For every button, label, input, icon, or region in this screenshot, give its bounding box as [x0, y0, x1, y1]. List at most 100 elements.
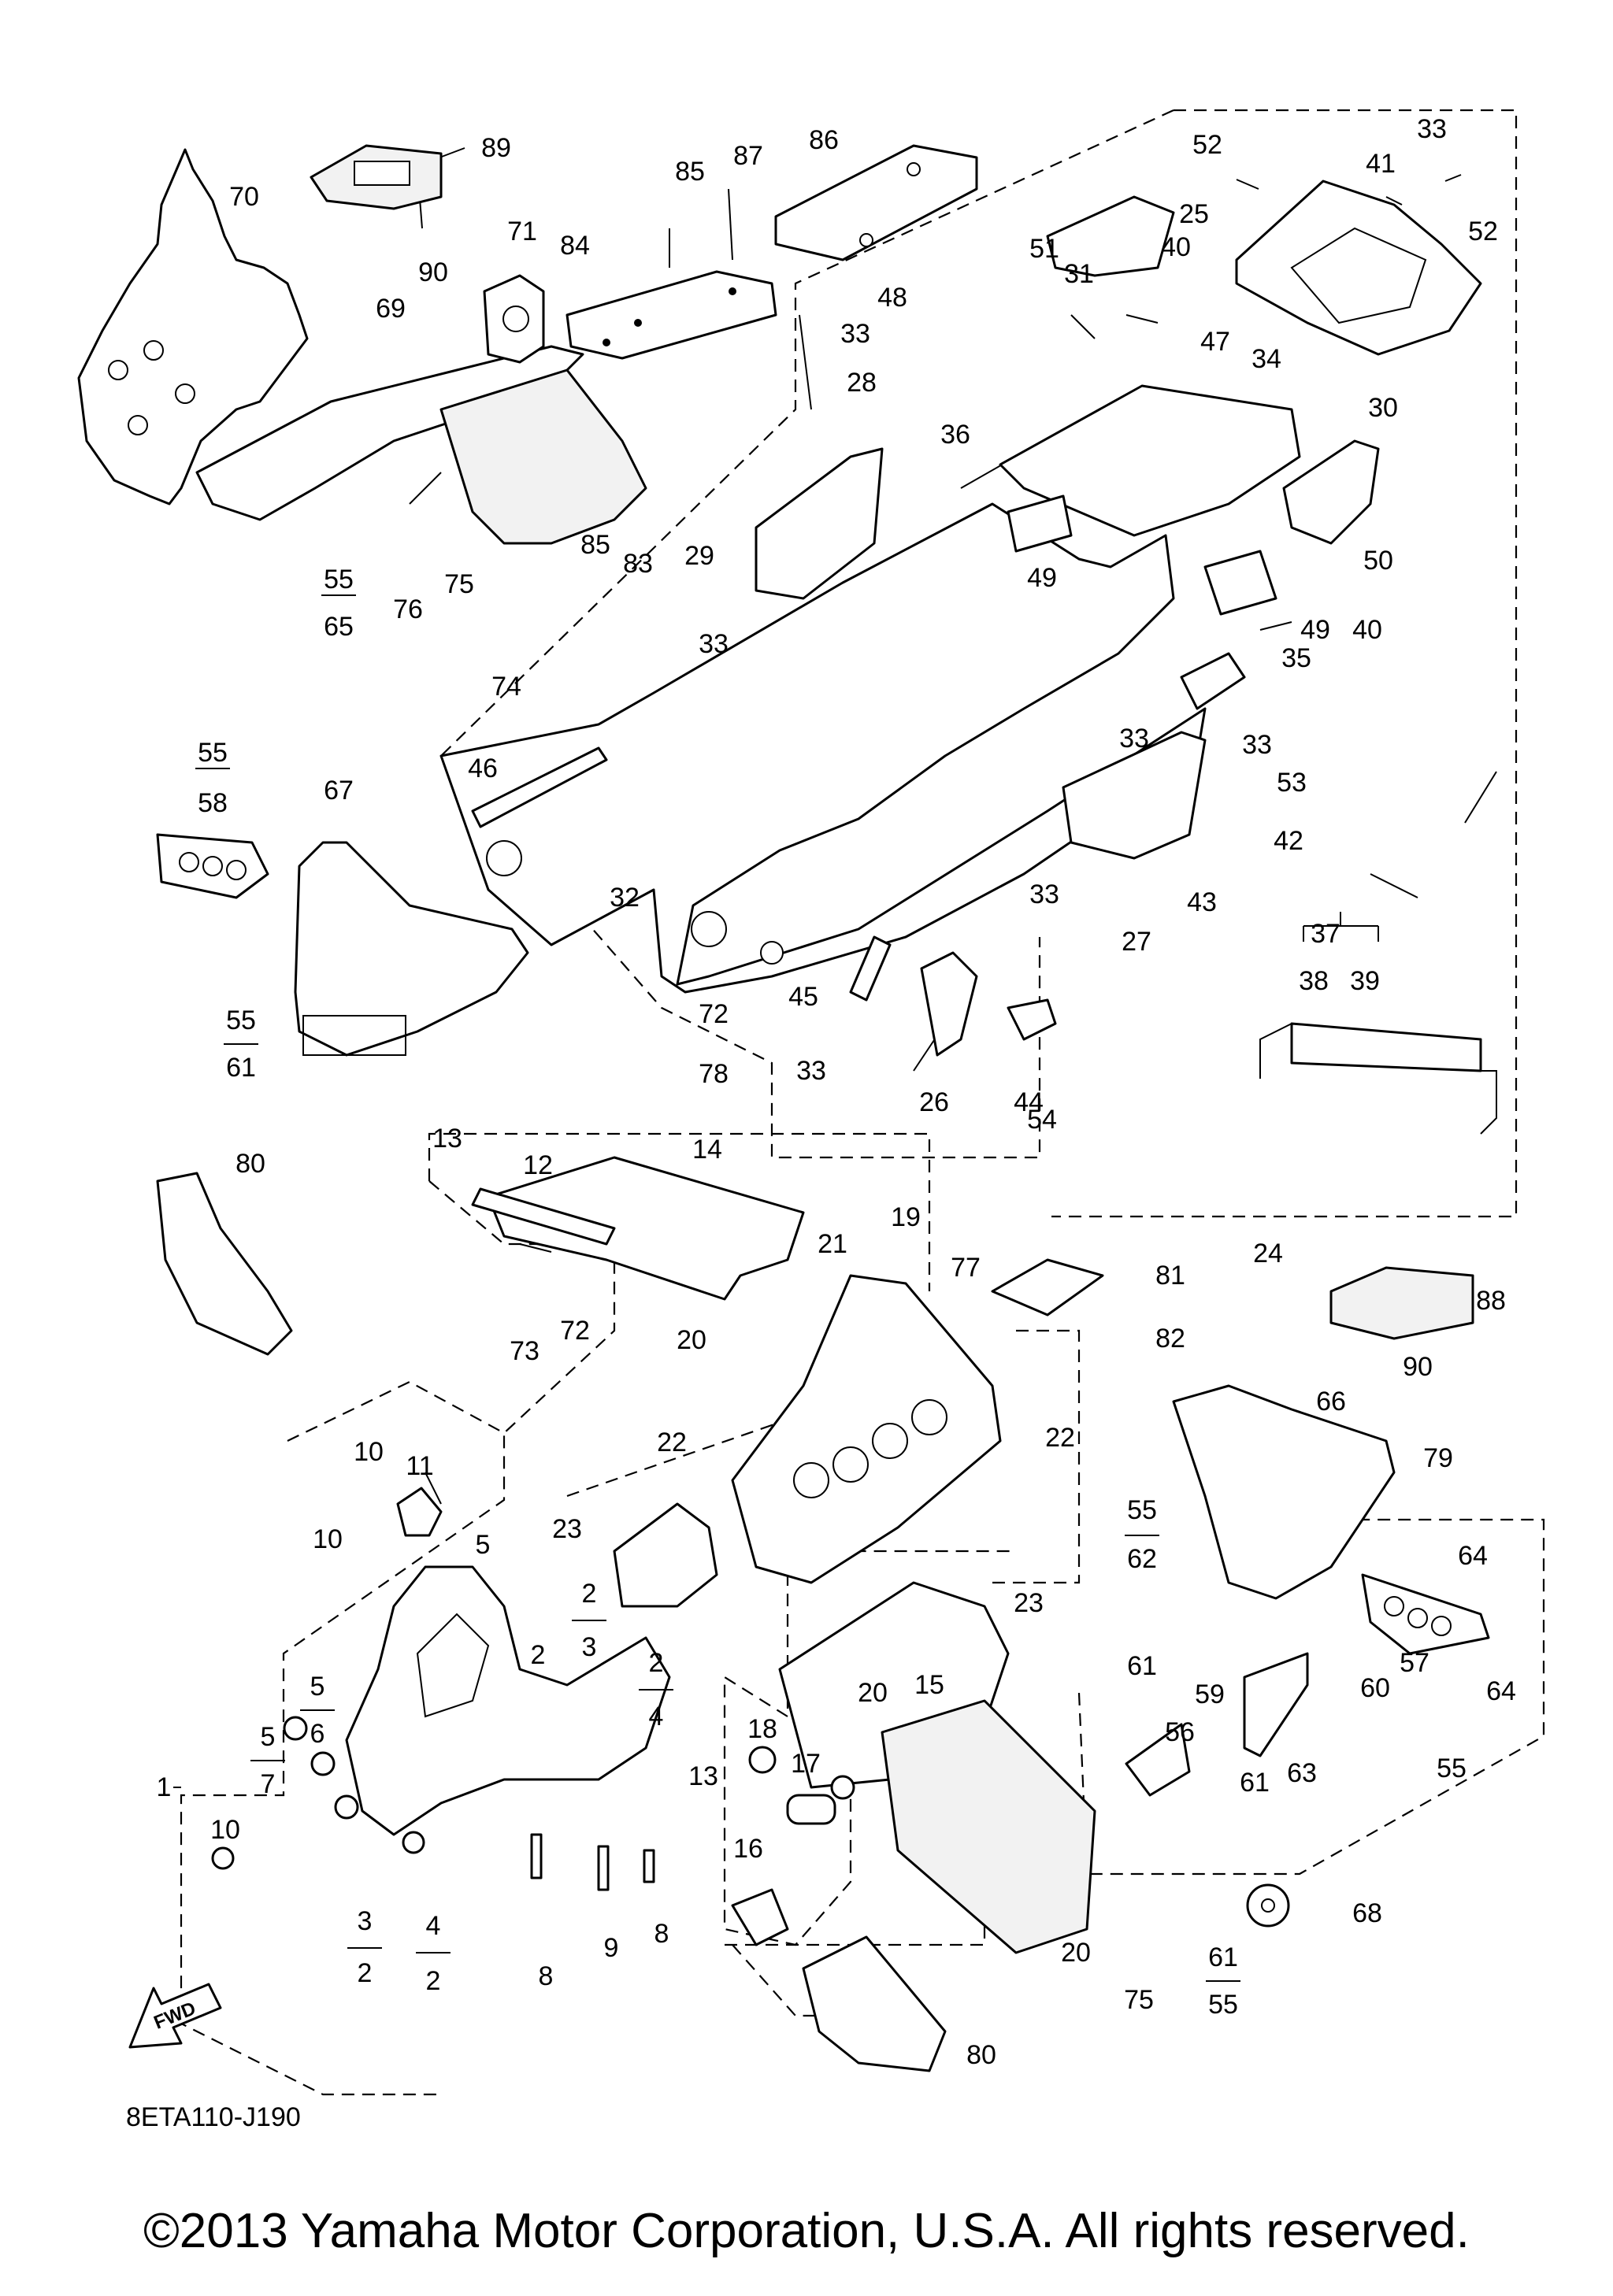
- part-label: 43: [1187, 887, 1217, 917]
- part-label: 47: [1200, 327, 1230, 357]
- part-label: 38: [1299, 966, 1329, 996]
- part-label: 79: [1423, 1443, 1453, 1473]
- part-cover-80-bottom: [802, 1935, 947, 2072]
- part-label: 27: [1122, 927, 1151, 957]
- part-bolt-8b: [643, 1849, 655, 1883]
- part-label: 82: [1155, 1324, 1185, 1354]
- part-label: 40: [1161, 232, 1191, 262]
- part-label: 61: [1240, 1768, 1270, 1798]
- part-cover-86: [774, 144, 978, 261]
- part-front-bracket-assembly: [345, 1565, 671, 1836]
- part-crossmember-21: [731, 1274, 1002, 1584]
- part-label: 11: [406, 1451, 433, 1481]
- part-17: [830, 1775, 855, 1800]
- part-label: 33: [699, 629, 729, 659]
- part-bracket-11: [396, 1487, 443, 1537]
- part-bracket-51: [1046, 195, 1175, 277]
- part-label: 84: [560, 231, 590, 261]
- part-label: 80: [235, 1149, 265, 1179]
- part-label: 83: [623, 549, 653, 579]
- part-bracket-27: [1062, 731, 1207, 860]
- part-labels: 1 2 2 3 2 4 3 2 4 2 5 5 6 5 7 8 9 8 10 1…: [157, 114, 1516, 2070]
- part-label: 52: [1192, 130, 1222, 160]
- part-label: 74: [491, 672, 521, 702]
- part-label: 2: [649, 1648, 664, 1678]
- part-bracket-28: [755, 447, 884, 600]
- part-label: 33: [796, 1056, 826, 1086]
- part-label: 55: [1437, 1753, 1467, 1783]
- part-plate-84: [565, 270, 777, 360]
- part-label: 68: [1352, 1898, 1382, 1928]
- part-label: 88: [1476, 1286, 1506, 1316]
- part-plate-14: [487, 1156, 805, 1301]
- part-label: 59: [1195, 1679, 1225, 1709]
- part-label: 17: [791, 1749, 821, 1779]
- part-label: 55: [324, 565, 354, 594]
- part-plate-44: [1007, 998, 1057, 1041]
- part-plate-25: [1235, 180, 1482, 356]
- part-bracket-59: [1125, 1723, 1191, 1797]
- part-label: 2: [531, 1640, 546, 1670]
- part-label: 33: [1242, 730, 1272, 760]
- part-label: 21: [818, 1229, 847, 1259]
- part-label: 61: [1127, 1651, 1157, 1681]
- part-label: 71: [507, 217, 537, 246]
- part-chassis-tunnel: [439, 502, 1207, 994]
- part-label: 34: [1251, 344, 1281, 374]
- part-plate-34: [999, 384, 1301, 537]
- part-label: 80: [966, 2040, 996, 2070]
- part-label: 66: [1316, 1387, 1346, 1416]
- part-label: 50: [1363, 546, 1393, 576]
- part-label: 9: [604, 1933, 619, 1963]
- part-label: 61: [1208, 1942, 1238, 1972]
- part-label: 55: [198, 738, 228, 768]
- part-label: 57: [1400, 1648, 1429, 1678]
- part-bracket-26: [920, 951, 978, 1057]
- part-label: 13: [432, 1124, 462, 1154]
- part-label: 70: [229, 182, 259, 212]
- fwd-arrow-icon: [128, 1983, 222, 2049]
- part-label: 77: [951, 1253, 981, 1283]
- part-label: 10: [313, 1524, 343, 1554]
- part-bracket-50: [1282, 439, 1380, 545]
- part-frame-scoop: [439, 368, 647, 545]
- part-label: 41: [1366, 149, 1396, 179]
- part-label: 5: [261, 1722, 276, 1752]
- part-label: 54: [1027, 1105, 1057, 1135]
- part-label: 25: [1179, 199, 1209, 229]
- part-label: 2: [426, 1966, 441, 1996]
- part-radiator: [881, 1699, 1096, 1954]
- part-label: 65: [324, 612, 354, 642]
- part-label: 28: [847, 368, 877, 398]
- part-bracket-60: [1243, 1652, 1309, 1757]
- part-label: 8: [654, 1919, 669, 1949]
- part-label: 4: [426, 1911, 441, 1941]
- part-label: 46: [468, 754, 498, 783]
- part-label: 3: [358, 1906, 373, 1936]
- part-label: 51: [1029, 234, 1059, 264]
- part-label: 31: [1064, 259, 1094, 289]
- part-label: 53: [1277, 768, 1307, 798]
- part-rail-46: [471, 746, 608, 828]
- part-vent-88: [1329, 1266, 1474, 1340]
- part-label: 5: [476, 1530, 491, 1560]
- part-label: 39: [1350, 966, 1380, 996]
- part-label: 20: [677, 1325, 706, 1355]
- part-label: 10: [354, 1437, 384, 1467]
- part-label: 85: [580, 530, 610, 560]
- part-label: 36: [940, 420, 970, 450]
- part-label: 62: [1127, 1544, 1157, 1574]
- copyright-notice: ©2013 Yamaha Motor Corporation, U.S.A. A…: [143, 2204, 1470, 2258]
- part-label: 1: [157, 1772, 172, 1802]
- part-label: 33: [840, 319, 870, 349]
- part-label: 61: [226, 1053, 256, 1083]
- part-label: 23: [1014, 1588, 1044, 1618]
- part-bumper-67: [294, 841, 529, 1057]
- part-cover-80-top: [156, 1172, 293, 1356]
- part-label: 12: [523, 1150, 553, 1180]
- part-label: 86: [809, 125, 839, 155]
- label-bracket-bars: [173, 594, 1379, 1982]
- part-label: 18: [747, 1714, 777, 1744]
- part-bracket-35: [1180, 652, 1246, 710]
- part-side-plate: [613, 1502, 718, 1608]
